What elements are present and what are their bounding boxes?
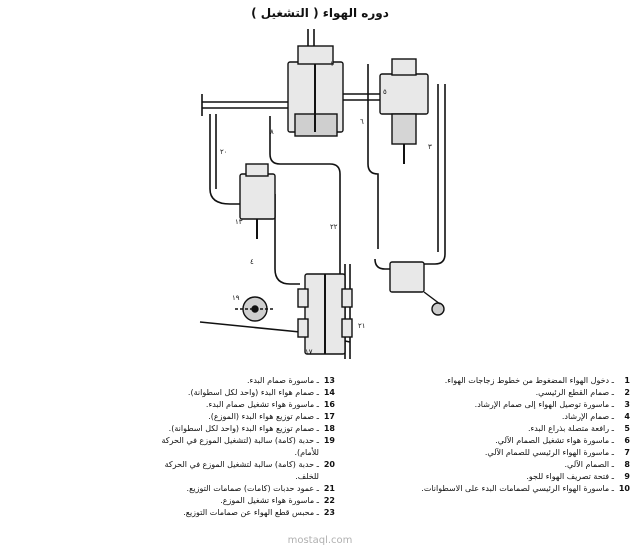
legend-num: 5	[624, 424, 630, 433]
starting-valve-pipe	[269, 116, 341, 294]
legend-text: ـ ماسورة هواء تشغيل الصمام الآلي.	[495, 436, 614, 445]
page-title: دوره الهواء ( التشغيل )	[251, 6, 389, 20]
callout-label: ١٣	[235, 218, 243, 226]
legend-item: 2 ـ صمام القطع الرئيسي.	[330, 387, 630, 399]
legend-num: 19	[323, 436, 335, 445]
legend-item: 4 ـ صمام الإرشاد.	[330, 411, 630, 423]
watermark: mostaql.com	[287, 535, 353, 546]
legend-text: ـ عمود حدبات (كامات) صمامات التوزيع.	[186, 484, 319, 493]
legend-text: ـ حدبة (كامة) سالبة لتشغيل الموزع في الح…	[164, 460, 319, 481]
callout-label: ٤	[250, 258, 254, 266]
legend-text: ـ ماسورة توصيل الهواء إلى صمام الإرشاد.	[474, 400, 614, 409]
legend-num: 21	[323, 484, 335, 493]
legend-text: ـ ماسورة صمام البدء.	[247, 376, 319, 385]
callout-label: ٥	[383, 88, 387, 96]
legend-text: ـ ماسورة الهواء الرئيسي للصمام الآلي.	[484, 448, 614, 457]
legend-item: 13 ـ ماسورة صمام البدء.	[160, 375, 335, 387]
legend-text: ـ ماسورة هواء تشغيل صمام البدء.	[205, 400, 319, 409]
legend-item: 7 ـ ماسورة الهواء الرئيسي للصمام الآلي.	[330, 447, 630, 459]
legend-text: ـ حدبة (كامة) سالبة (لتشغيل الموزع في ال…	[161, 436, 319, 457]
main-air-pipe	[202, 101, 290, 109]
legend-text: ـ صمام القطع الرئيسي.	[535, 388, 614, 397]
legend-item: 17 ـ صمام توزيع هواء البدء (الموزع).	[160, 411, 335, 423]
legend-num: 13	[323, 376, 335, 385]
legend-num: 4	[624, 412, 630, 421]
callout-label: ٢٢	[330, 223, 338, 231]
legend-num: 10	[618, 484, 630, 493]
callout-label: ١	[330, 60, 334, 68]
automatic-valve	[379, 58, 429, 164]
legend-item: 14 ـ صمام هواء البدء (واحد لكل اسطوانة).	[160, 387, 335, 399]
legend-item: 8 ـ الصمام الآلي.	[330, 459, 630, 471]
legend-text: ـ ماسورة الهواء الرئيسي لصمامات البدء عل…	[421, 484, 614, 493]
legend-item: 20 ـ حدبة (كامة) سالبة لتشغيل الموزع في ا…	[160, 459, 335, 483]
air-distributor	[297, 273, 353, 355]
legend-num: 20	[323, 460, 335, 469]
legend-item: 18 ـ صمام توزيع هواء البدء (واحد لكل اسطو…	[160, 423, 335, 435]
legend-num: 9	[624, 472, 630, 481]
legend-num: 18	[323, 424, 335, 433]
starting-valve	[389, 261, 445, 316]
legend-num: 14	[323, 388, 335, 397]
legend-item: 6 ـ ماسورة هواء تشغيل الصمام الآلي.	[330, 435, 630, 447]
callout-label: ٣	[428, 143, 432, 151]
main-start-air-pipe	[410, 84, 446, 265]
legend-num: 6	[624, 436, 630, 445]
legend-num: 1	[624, 376, 630, 385]
cam-shaft	[235, 296, 275, 322]
legend-item: 21 ـ عمود حدبات (كامات) صمامات التوزيع.	[160, 483, 335, 495]
legend-item: 19 ـ حدبة (كامة) سالبة (لتشغيل الموزع في …	[160, 435, 335, 459]
legend-item: 22 ـ ماسورة هواء تشغيل الموزع.	[160, 495, 335, 507]
legend-num: 8	[624, 460, 630, 469]
callout-label: ٨	[270, 128, 274, 136]
legend-item: 16 ـ ماسورة هواء تشغيل صمام البدء.	[160, 399, 335, 411]
legend-num: 3	[624, 400, 630, 409]
legend-item: 5 ـ رافعة متصلة بذراع البدء.	[330, 423, 630, 435]
legend-num: 22	[323, 496, 335, 505]
legend-text: ـ صمام الإرشاد.	[561, 412, 614, 421]
legend-text: ـ محبس قطع الهواء عن صمامات التوزيع.	[183, 508, 319, 517]
main-stop-valve	[287, 45, 344, 137]
legend-text: ـ ماسورة هواء تشغيل الموزع.	[220, 496, 319, 505]
legend-text: ـ رافعة متصلة بذراع البدء.	[527, 424, 614, 433]
legend-item: 10 ـ ماسورة الهواء الرئيسي لصمامات البدء …	[330, 483, 630, 495]
legend-num: 17	[323, 412, 335, 421]
legend-text: ـ دخول الهواء المضغوط من خطوط زجاجات اله…	[444, 376, 614, 385]
legend-num: 16	[323, 400, 335, 409]
legend-text: ـ الصمام الآلي.	[564, 460, 614, 469]
legend-item: 1 ـ دخول الهواء المضغوط من خطوط زجاجات ال…	[330, 375, 630, 387]
callout-label: ٢٠	[220, 148, 228, 156]
callout-label: ٢١	[358, 322, 366, 330]
legend-item: 23 ـ محبس قطع الهواء عن صمامات التوزيع.	[160, 507, 335, 519]
legend-list-left: 13 ـ ماسورة صمام البدء. 14 ـ صمام هواء الب…	[160, 375, 335, 519]
legend-num: 2	[624, 388, 630, 397]
legend-text: ـ فتحة تصريف الهواء للجو.	[526, 472, 614, 481]
callout-label: ١٧	[305, 348, 313, 356]
air-circuit-diagram: ١ ٢٠ ٣ ٤ ٥ ٦ ٨ ١٣ ٢٢ ١٩ ٢١ ١٧	[199, 29, 446, 359]
legend-text: ـ صمام توزيع هواء البدء (الموزع).	[208, 412, 319, 421]
legend-list-right: 1 ـ دخول الهواء المضغوط من خطوط زجاجات ال…	[330, 375, 630, 495]
legend-text: ـ صمام توزيع هواء البدء (واحد لكل اسطوان…	[168, 424, 319, 433]
callout-label: ١٩	[232, 294, 240, 302]
legend-num: 23	[323, 508, 335, 517]
legend-item: 3 ـ ماسورة توصيل الهواء إلى صمام الإرشاد.	[330, 399, 630, 411]
callout-label: ٦	[360, 118, 364, 126]
legend-text: ـ صمام هواء البدء (واحد لكل اسطوانة).	[187, 388, 319, 397]
legend-item: 9 ـ فتحة تصريف الهواء للجو.	[330, 471, 630, 483]
legend-num: 7	[624, 448, 630, 457]
pilot-valve	[239, 163, 276, 239]
